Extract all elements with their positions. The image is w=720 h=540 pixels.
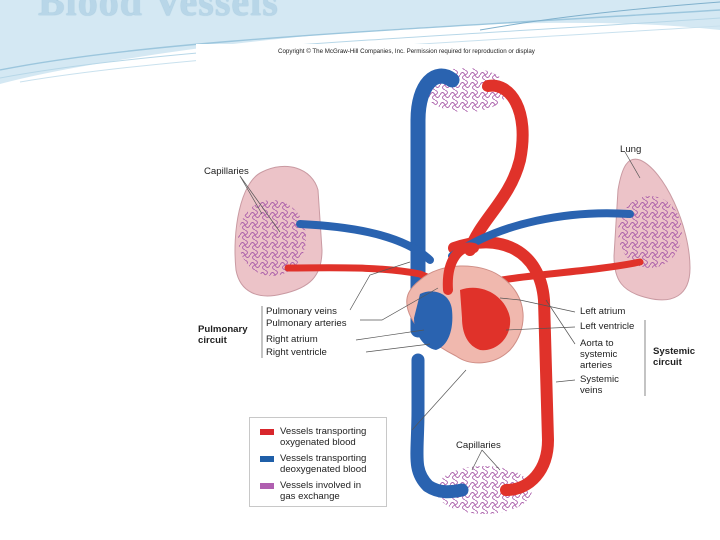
right-atrium-label: Right atrium bbox=[266, 334, 318, 345]
heart-right-side bbox=[414, 291, 452, 350]
legend-swatch-oxygenated bbox=[260, 429, 274, 435]
legend-text-deoxygenated: Vessels transporting deoxygenated blood bbox=[280, 453, 400, 475]
left-atrium-label: Left atrium bbox=[580, 306, 625, 317]
systemic-veins-label-2: veins bbox=[580, 385, 602, 396]
pulmonary-arteries-label: Pulmonary arteries bbox=[266, 318, 347, 329]
legend-deoxygenated-line1: Vessels transporting bbox=[280, 453, 400, 464]
pulmonary-circuit-label-1: Pulmonary bbox=[198, 324, 248, 335]
legend-gas-exchange-line2: gas exchange bbox=[280, 491, 400, 502]
systemic-circuit-label-2: circuit bbox=[653, 357, 682, 368]
pulmonary-veins-label: Pulmonary veins bbox=[266, 306, 337, 317]
aorta-label-2: systemic bbox=[580, 349, 617, 360]
legend-swatch-deoxygenated bbox=[260, 456, 274, 462]
aorta-label-3: arteries bbox=[580, 360, 612, 371]
systemic-circuit-label-1: Systemic bbox=[653, 346, 695, 357]
lung-capillaries-label: Capillaries bbox=[204, 166, 249, 177]
legend-oxygenated-line1: Vessels transporting bbox=[280, 426, 400, 437]
legend-text-gas-exchange: Vessels involved in gas exchange bbox=[280, 480, 400, 502]
left-ventricle-label: Left ventricle bbox=[580, 321, 634, 332]
right-ventricle-label: Right ventricle bbox=[266, 347, 327, 358]
pulmonary-circuit-label-2: circuit bbox=[198, 335, 227, 346]
lung-label: Lung bbox=[620, 144, 641, 155]
right-lung-capillaries bbox=[618, 196, 682, 268]
legend-gas-exchange-line1: Vessels involved in bbox=[280, 480, 400, 491]
systemic-veins-label-1: Systemic bbox=[580, 374, 619, 385]
body-capillaries-label: Capillaries bbox=[456, 440, 501, 451]
legend-swatch-gas-exchange bbox=[260, 483, 274, 489]
legend-deoxygenated-line2: deoxygenated blood bbox=[280, 464, 400, 475]
aorta-label-1: Aorta to bbox=[580, 338, 614, 349]
legend-oxygenated-line2: oxygenated blood bbox=[280, 437, 400, 448]
legend-text-oxygenated: Vessels transporting oxygenated blood bbox=[280, 426, 400, 448]
